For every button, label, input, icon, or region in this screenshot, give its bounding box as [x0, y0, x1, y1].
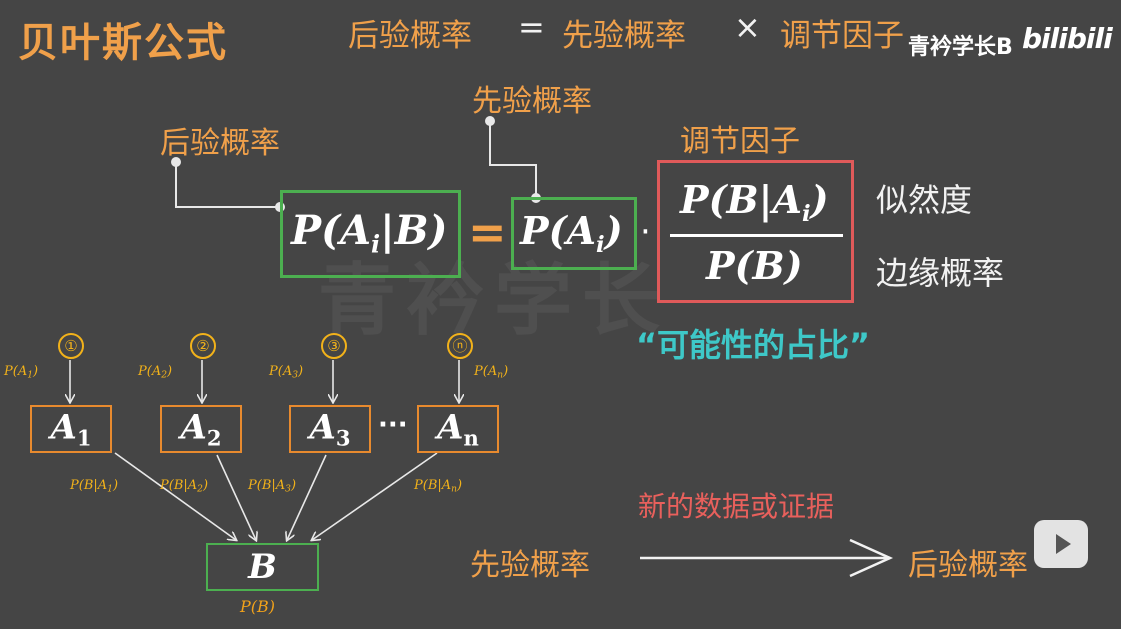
event-box-n: An	[417, 405, 499, 453]
new-evidence-label: 新的数据或证据	[638, 490, 835, 523]
bilibili-logo: bilibili	[1022, 22, 1113, 55]
play-button[interactable]	[1034, 520, 1088, 568]
update-from: 先验概率	[470, 548, 590, 583]
adjust-factor-box: P(B|Ai) P(B)	[657, 160, 854, 303]
event-label-2: A2	[180, 407, 222, 451]
prior-box: P(Ai)	[511, 197, 637, 270]
outcome-box: B	[206, 543, 319, 591]
arrow-cond-1	[114, 452, 236, 540]
posterior-label: 后验概率	[160, 126, 280, 161]
prior-connector-dot	[485, 116, 495, 126]
cond-prob-n: P(B|An)	[414, 478, 463, 495]
posterior-formula: P(Ai|B)	[291, 207, 448, 259]
posterior-connector	[175, 162, 280, 208]
prior-label: 先验概率	[472, 84, 592, 119]
channel-name: 青衿学长B	[908, 35, 1013, 60]
likelihood-label: 似然度	[876, 181, 973, 219]
cond-prob-1: P(B|A1)	[70, 478, 119, 495]
event-number-3: ③	[321, 333, 347, 359]
likelihood-term: P(B|Ai)	[680, 177, 829, 227]
header-adjust: 调节因子	[780, 18, 904, 54]
arrow-cond-3	[287, 454, 327, 540]
watermark: 青衿学长	[318, 256, 671, 346]
event-label-n: An	[437, 407, 479, 451]
header-equals: =	[518, 8, 545, 46]
adjust-label: 调节因子	[680, 124, 800, 159]
arrow-cond-2	[216, 454, 256, 540]
marginal-label: 边缘概率	[876, 254, 1005, 292]
posterior-connector-dot	[171, 157, 181, 167]
play-icon	[1056, 534, 1071, 554]
update-to: 后验概率	[908, 548, 1028, 583]
prior-formula: P(Ai)	[520, 208, 623, 258]
event-label-3: A3	[309, 407, 351, 451]
outcome-prob: P(B)	[240, 597, 276, 616]
prior-prob-n: P(An)	[474, 364, 509, 381]
event-box-2: A2	[160, 405, 242, 453]
update-arrow-head	[849, 538, 894, 578]
events-ellipsis: ···	[378, 410, 408, 440]
outcome-label: B	[248, 547, 277, 587]
event-number-2: ②	[190, 333, 216, 359]
marginal-term: P(B)	[706, 243, 803, 288]
fraction-bar	[670, 234, 843, 237]
ratio-note: “可能性的占比”	[636, 326, 871, 364]
prior-prob-2: P(A2)	[138, 364, 173, 381]
event-box-3: A3	[289, 405, 371, 453]
event-number-n: ⓝ	[447, 333, 473, 359]
formula-equals: =	[468, 205, 507, 259]
prior-prob-3: P(A3)	[269, 364, 304, 381]
header-posterior: 后验概率	[348, 18, 472, 54]
event-number-1: ①	[58, 333, 84, 359]
prior-prob-1: P(A1)	[4, 364, 39, 381]
header-times: ×	[734, 8, 761, 46]
header-prior: 先验概率	[562, 18, 686, 54]
prior-connector	[489, 121, 537, 198]
slide-title: 贝叶斯公式	[18, 20, 228, 66]
arrow-cond-n	[312, 452, 438, 540]
multiply-dot: ·	[640, 212, 651, 252]
event-box-1: A1	[30, 405, 112, 453]
event-label-1: A1	[50, 407, 92, 451]
posterior-box: P(Ai|B)	[280, 190, 461, 278]
cond-prob-3: P(B|A3)	[248, 478, 297, 495]
cond-prob-2: P(B|A2)	[160, 478, 209, 495]
